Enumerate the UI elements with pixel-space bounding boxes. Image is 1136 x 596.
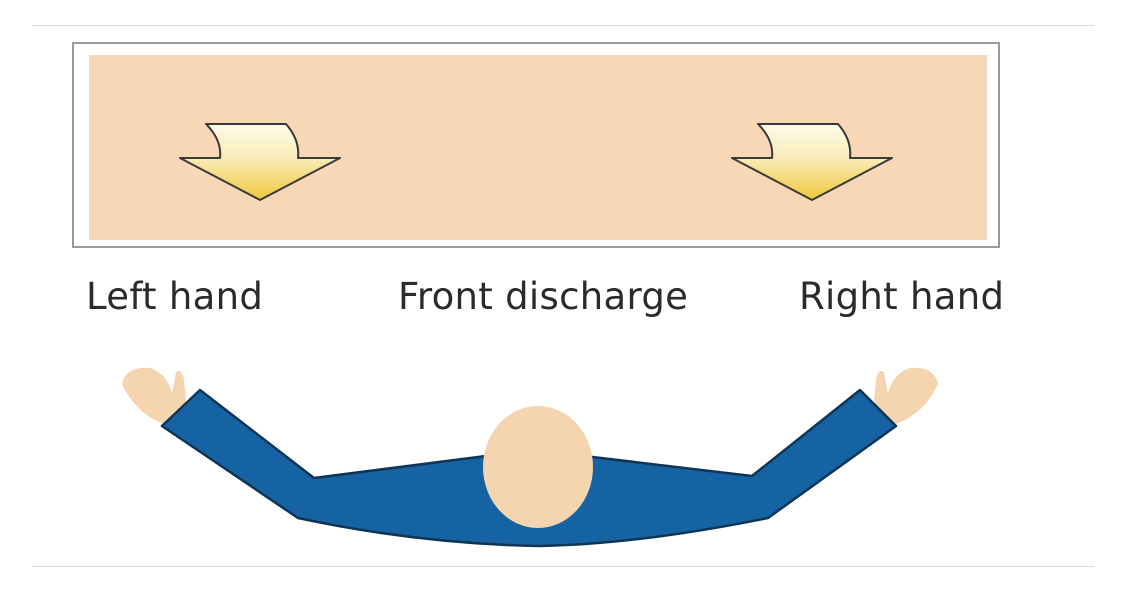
right-hand-icon xyxy=(874,367,938,424)
head-icon xyxy=(483,406,593,528)
left-hand-icon xyxy=(122,367,186,424)
left-hand-label: Left hand xyxy=(86,275,264,318)
right-hand-label: Right hand xyxy=(799,275,1005,318)
right-down-arrow-icon xyxy=(731,123,893,201)
bottom-divider xyxy=(32,566,1094,567)
top-divider xyxy=(32,25,1094,26)
left-down-arrow-icon xyxy=(179,123,341,201)
front-discharge-label: Front discharge xyxy=(398,275,689,318)
person-top-view-icon xyxy=(122,367,938,548)
